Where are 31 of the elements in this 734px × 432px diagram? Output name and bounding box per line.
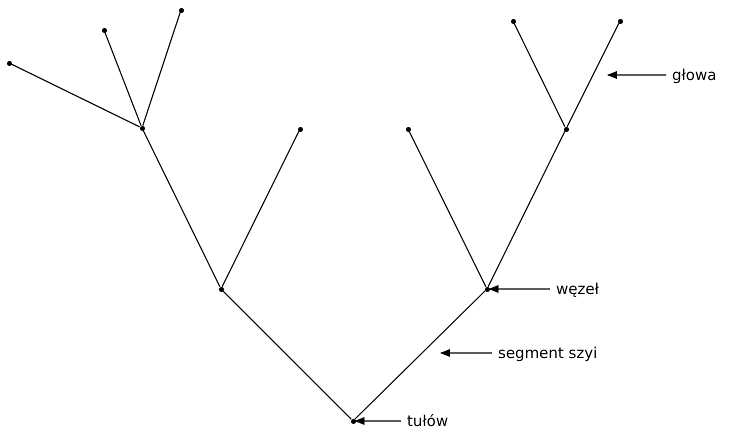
tree-node-dot (102, 28, 106, 32)
tree-node-dot (350, 418, 356, 424)
tree-node-dot (484, 286, 490, 292)
tree-node-dot (510, 18, 516, 24)
tree-node-dot (298, 126, 302, 132)
branch-line (10, 64, 140, 128)
tree-node-dot (564, 126, 568, 132)
branch-line (222, 290, 352, 420)
branch-line (142, 130, 220, 288)
branch-line (566, 22, 620, 128)
branch-line (514, 22, 566, 128)
branch-line (142, 12, 181, 126)
leader-arrow (440, 349, 492, 357)
leader-arrow (607, 71, 666, 79)
part-label: węzeł (556, 280, 599, 298)
branch-line (104, 32, 142, 126)
tree-node-dot (618, 18, 622, 24)
part-label: segment szyi (498, 344, 598, 362)
branch-line (222, 130, 300, 288)
part-label: głowa (672, 66, 716, 84)
branch-line (488, 130, 566, 288)
tree-node-dot (178, 8, 184, 12)
tree-node-dot (6, 60, 12, 66)
part-label: tułów (407, 412, 448, 430)
tree-node-dot (406, 126, 410, 132)
leader-arrow (488, 285, 550, 293)
branch-line (354, 290, 486, 420)
tree-node-dot (140, 126, 144, 130)
leader-arrow (354, 417, 401, 425)
branch-line (408, 130, 486, 288)
tree-node-dot (218, 286, 224, 292)
